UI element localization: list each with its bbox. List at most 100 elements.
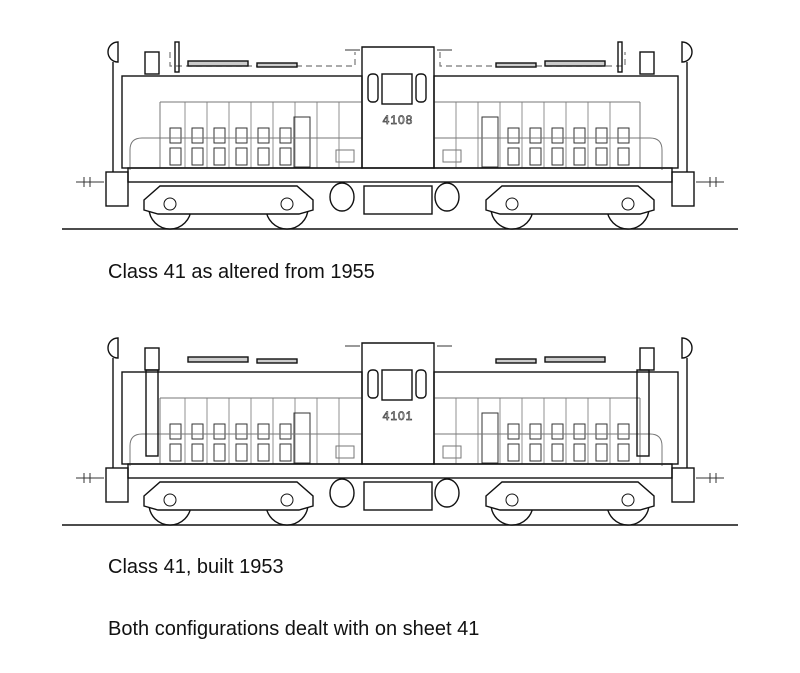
buffer-beam bbox=[105, 467, 129, 503]
louvre bbox=[595, 423, 608, 440]
cab-window-left bbox=[367, 369, 379, 399]
louvre bbox=[507, 423, 520, 440]
cab bbox=[361, 342, 435, 465]
truck-sideframe bbox=[143, 481, 314, 511]
louvre bbox=[257, 423, 270, 440]
louvre bbox=[617, 443, 630, 462]
air-tank bbox=[329, 182, 355, 212]
louvre bbox=[529, 423, 542, 440]
air-tank bbox=[434, 182, 460, 212]
roof-vent bbox=[256, 358, 298, 364]
roof-vent bbox=[544, 356, 606, 363]
axle-box bbox=[505, 493, 519, 507]
step-box bbox=[442, 149, 462, 163]
louvre bbox=[595, 127, 608, 144]
end-box bbox=[144, 347, 160, 371]
cab-step-outline bbox=[129, 433, 663, 466]
end-box bbox=[639, 347, 655, 371]
louvre bbox=[169, 423, 182, 440]
cab-window-left bbox=[367, 73, 379, 103]
louvre bbox=[529, 443, 542, 462]
step-box bbox=[335, 445, 355, 459]
louvre bbox=[213, 147, 226, 166]
cab-window-front bbox=[381, 73, 413, 105]
end-walls bbox=[112, 358, 688, 468]
louvre bbox=[617, 127, 630, 144]
underframe bbox=[127, 463, 673, 479]
headlight bbox=[681, 41, 693, 63]
louvre bbox=[551, 127, 564, 144]
louvre bbox=[191, 443, 204, 462]
louvre bbox=[279, 127, 292, 144]
louvre bbox=[279, 443, 292, 462]
cab-window-front bbox=[381, 369, 413, 401]
caption-altered: Class 41 as altered from 1955 bbox=[108, 261, 375, 283]
louvre bbox=[551, 423, 564, 440]
short-hood bbox=[433, 371, 679, 465]
headlight bbox=[107, 337, 119, 359]
coupler bbox=[76, 473, 724, 483]
locomotive-original: 4101 bbox=[62, 337, 738, 526]
louvre bbox=[617, 423, 630, 440]
air-tank bbox=[329, 478, 355, 508]
louvre bbox=[507, 147, 520, 166]
louvre bbox=[235, 127, 248, 144]
louvre bbox=[529, 147, 542, 166]
access-door bbox=[293, 412, 311, 464]
louvre bbox=[279, 423, 292, 440]
roof-vent bbox=[256, 62, 298, 68]
axle-box bbox=[280, 493, 294, 507]
louvre bbox=[507, 127, 520, 144]
louvre bbox=[257, 443, 270, 462]
end-walls bbox=[112, 62, 688, 172]
louvre bbox=[169, 443, 182, 462]
short-hood bbox=[433, 75, 679, 169]
headlight bbox=[107, 41, 119, 63]
end-panel bbox=[145, 369, 159, 457]
long-hood bbox=[121, 75, 363, 169]
louvre bbox=[235, 423, 248, 440]
buffer-beam bbox=[105, 171, 129, 207]
louvre bbox=[595, 147, 608, 166]
access-door bbox=[293, 116, 311, 168]
cab-window-right bbox=[415, 369, 427, 399]
truck-sideframe bbox=[485, 481, 655, 511]
coupler bbox=[76, 177, 724, 187]
cab-window-right bbox=[415, 73, 427, 103]
louvre bbox=[595, 443, 608, 462]
louvre bbox=[507, 443, 520, 462]
lamp-post bbox=[617, 41, 623, 73]
loco-number: 4101 bbox=[383, 409, 414, 423]
sheet-note: Both configurations dealt with on sheet … bbox=[108, 618, 480, 640]
louvre bbox=[213, 423, 226, 440]
access-door bbox=[481, 116, 499, 168]
louvre bbox=[257, 147, 270, 166]
fuel-tank bbox=[363, 185, 433, 215]
louvre bbox=[191, 127, 204, 144]
access-door bbox=[481, 412, 499, 464]
axle-box bbox=[280, 197, 294, 211]
step-box bbox=[335, 149, 355, 163]
axle-box bbox=[505, 197, 519, 211]
fuel-tank bbox=[363, 481, 433, 511]
buffer-beam bbox=[671, 171, 695, 207]
cab bbox=[361, 46, 435, 169]
locomotive-altered: 4108 bbox=[62, 41, 738, 230]
end-box bbox=[639, 51, 655, 75]
roof-vent bbox=[495, 62, 537, 68]
louvre bbox=[257, 127, 270, 144]
loco-number: 4108 bbox=[383, 113, 414, 127]
axle-box bbox=[163, 493, 177, 507]
louvre bbox=[573, 443, 586, 462]
buffer-beam bbox=[671, 467, 695, 503]
air-tank bbox=[434, 478, 460, 508]
axle-box bbox=[621, 493, 635, 507]
roof-vent bbox=[187, 60, 249, 67]
louvre bbox=[213, 127, 226, 144]
truck-sideframe bbox=[485, 185, 655, 215]
hood-panel-lines bbox=[159, 101, 641, 168]
truck-sideframe bbox=[143, 185, 314, 215]
roof-vent bbox=[495, 358, 537, 364]
